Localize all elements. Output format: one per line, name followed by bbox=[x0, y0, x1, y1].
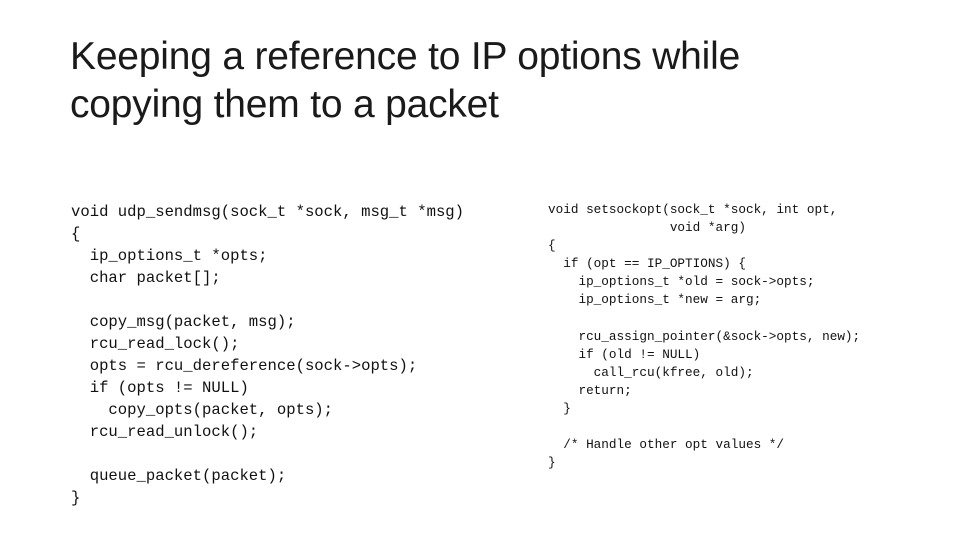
slide-title: Keeping a reference to IP options while … bbox=[70, 35, 741, 126]
code-block-setsockopt: void setsockopt(sock_t *sock, int opt, v… bbox=[548, 202, 861, 471]
code-block-udp-sendmsg: void udp_sendmsg(sock_t *sock, msg_t *ms… bbox=[71, 203, 465, 507]
